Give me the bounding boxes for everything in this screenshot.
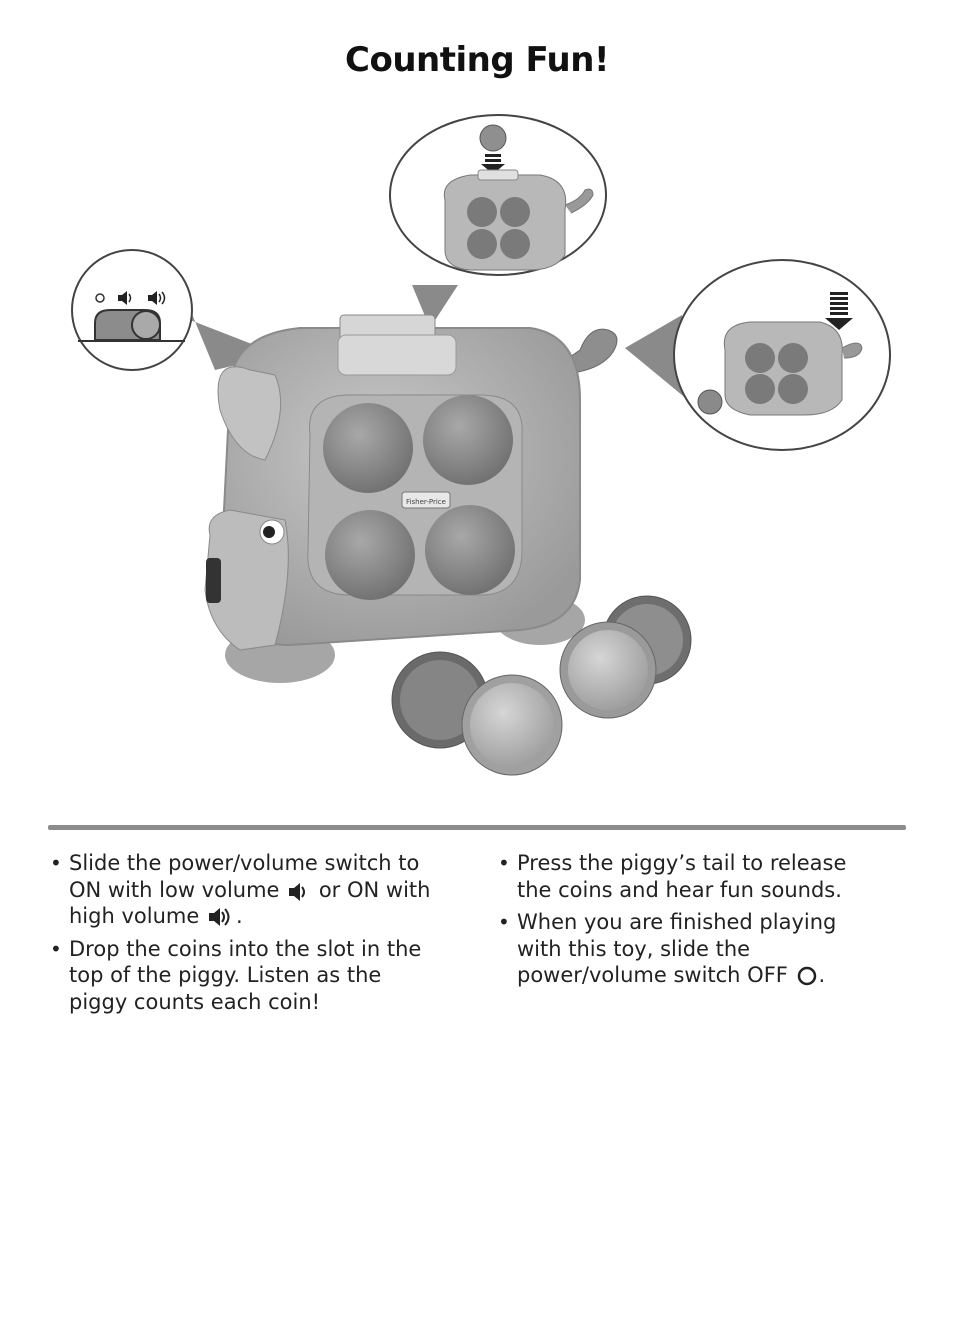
down-arrow-icon	[825, 292, 853, 330]
tail-release-callout	[673, 259, 891, 451]
instruction-item: Slide the power/volume switch to ON with…	[48, 850, 438, 930]
fisher-price-logo: Fisher-Price	[406, 498, 446, 506]
page-title: Counting Fun!	[345, 40, 609, 80]
piggy-bank-illustration: Fisher-Price	[71, 114, 891, 776]
instruction-text: When you are finished playing with this …	[517, 910, 837, 987]
low-volume-icon	[118, 291, 132, 305]
piggy-bank: Fisher-Price	[204, 314, 618, 683]
instruction-item: Press the piggy’s tail to release the co…	[496, 850, 886, 903]
instruction-text: .	[818, 963, 826, 987]
instruction-item: When you are finished playing with this …	[496, 909, 886, 989]
switch-callout	[71, 249, 193, 371]
coin-drop-callout	[389, 114, 607, 276]
callout-pointer-tail	[625, 315, 688, 400]
instruction-item: Drop the coins into the slot in the top …	[48, 936, 438, 1016]
low-volume-icon	[289, 882, 306, 901]
off-circle-icon	[797, 966, 816, 986]
instructions-left-column: Slide the power/volume switch to ON with…	[48, 850, 438, 1021]
instruction-text: or ON with high volume	[69, 877, 431, 929]
instruction-text: .	[235, 904, 243, 928]
section-divider	[48, 825, 906, 830]
high-volume-icon	[208, 908, 230, 926]
off-circle-icon	[95, 293, 105, 303]
callout-pointer-coin	[412, 285, 458, 328]
instruction-text: Slide the power/volume switch to ON with…	[69, 851, 420, 902]
high-volume-icon	[148, 291, 166, 305]
instructions-right-column: Press the piggy’s tail to release the co…	[496, 850, 886, 995]
coins	[391, 595, 692, 776]
down-arrow-icon	[481, 154, 505, 174]
